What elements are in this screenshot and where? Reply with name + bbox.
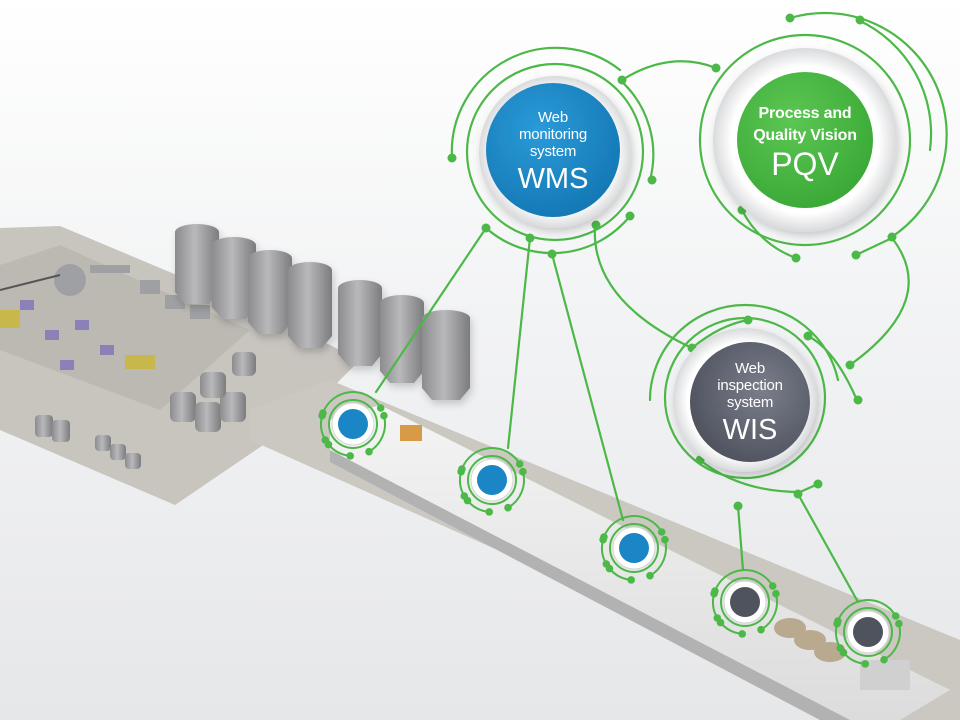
sensor-node	[627, 576, 636, 584]
connection-network	[374, 11, 948, 604]
sensor-node	[515, 460, 524, 468]
sensor-arc	[836, 599, 897, 622]
sensor-node	[710, 589, 718, 598]
sensor-arc	[760, 593, 778, 631]
sensor-node	[599, 535, 607, 544]
sensor-node	[657, 528, 666, 536]
feed-line-3	[550, 252, 625, 522]
wms-disc	[486, 83, 620, 217]
sensor-inner-ring	[720, 577, 770, 627]
sensor-inner-ring	[328, 399, 378, 449]
sensor-arc	[883, 623, 901, 661]
sensor-wms-1[interactable]	[318, 391, 388, 460]
sensor-node	[772, 589, 780, 598]
sensor-wis-4[interactable]	[710, 569, 780, 638]
wms-arc-a	[484, 214, 632, 255]
sensor-inner-ring	[843, 607, 893, 657]
conveyor-edge	[330, 450, 850, 720]
sensor-lens	[619, 533, 649, 563]
sensor-node	[891, 612, 900, 620]
wms-arc-c	[618, 78, 655, 182]
sensor-node	[661, 535, 669, 544]
feed-line-4	[736, 504, 745, 572]
wis-arc-b	[690, 318, 750, 350]
sensor-lens	[338, 409, 368, 439]
sensor-wms-2[interactable]	[457, 447, 527, 516]
wis-arc-a	[648, 303, 840, 402]
plant-equipment	[0, 264, 210, 370]
sensor-node	[768, 582, 777, 590]
wis-hub[interactable]	[673, 328, 817, 472]
sensor-wis-5[interactable]	[833, 599, 903, 668]
wis-disc	[690, 342, 810, 462]
sensor-node	[861, 660, 870, 668]
small-tanks	[35, 352, 256, 469]
sensor-node	[457, 467, 465, 476]
sensor-inner-ring	[609, 523, 659, 573]
feed-line-2	[506, 236, 532, 450]
sensor-node	[519, 467, 527, 476]
sensor-node	[833, 619, 841, 628]
sensor-node	[346, 452, 355, 460]
wms-pqv-link	[620, 60, 718, 82]
pqv-arc-a	[788, 11, 948, 240]
sensor-node	[365, 447, 373, 456]
sensor-node	[463, 496, 472, 505]
sensor-node	[485, 508, 494, 516]
pqv-arc-b	[856, 18, 933, 152]
sensor-node	[318, 411, 326, 420]
sensor-node	[376, 404, 385, 412]
sensor-node	[757, 625, 765, 634]
sensor-lens	[477, 465, 507, 495]
pqv-hub[interactable]	[713, 48, 897, 232]
sensor-lens	[730, 587, 760, 617]
sensor-group	[318, 391, 903, 668]
wis-arc-c	[806, 334, 858, 400]
sensor-arc	[368, 415, 386, 453]
sensor-node	[839, 648, 848, 657]
sensor-arc	[507, 471, 525, 509]
sensor-arc	[321, 391, 382, 414]
wms-wis-link	[593, 223, 694, 350]
sensor-node	[605, 564, 614, 573]
sensor-arc	[649, 539, 667, 577]
sensor-arc	[602, 515, 663, 538]
connection-nodes	[447, 13, 897, 511]
pqv-disc	[737, 72, 873, 208]
sensor-wms-3[interactable]	[599, 515, 669, 584]
wms-arc-b	[450, 46, 622, 160]
sensor-node	[880, 655, 888, 664]
sensor-node	[895, 619, 903, 628]
sensor-node	[738, 630, 747, 638]
sensor-node	[380, 411, 388, 420]
pqv-outer-ring	[698, 33, 912, 247]
pqv-arc-d	[848, 236, 910, 367]
sensor-inner-ring	[467, 455, 517, 505]
silos	[175, 224, 470, 400]
pqv-arc-c	[740, 208, 798, 260]
feed-line-1	[374, 226, 488, 394]
sensor-arc	[713, 569, 774, 592]
sensor-lens	[853, 617, 883, 647]
feed-line-5	[796, 492, 860, 604]
sensor-arc	[460, 447, 521, 470]
sensor-node	[324, 440, 333, 449]
sensor-node	[716, 618, 725, 627]
sensor-node	[646, 571, 654, 580]
wms-hub[interactable]	[479, 76, 631, 228]
wms-outer-ring	[465, 62, 645, 242]
sensor-node	[504, 503, 512, 512]
